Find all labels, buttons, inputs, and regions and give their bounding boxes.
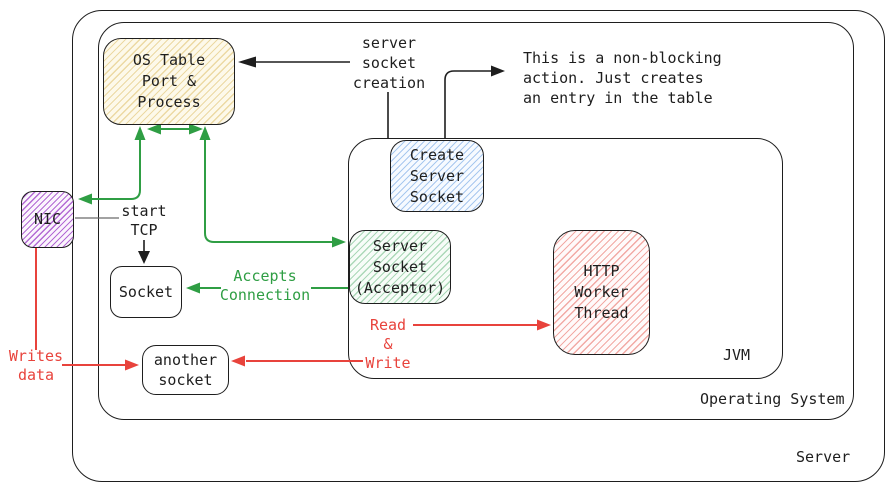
annotation-writes-data: Writes data <box>8 347 64 384</box>
server-container <box>72 10 885 482</box>
operating-system-container <box>98 22 854 420</box>
node-socket-label: Socket <box>118 282 174 301</box>
operating-system-label: Operating System <box>700 390 845 408</box>
annotation-accepts-connection: Accepts Connection <box>219 267 311 304</box>
annotation-read-write: Read & Write <box>365 316 411 372</box>
jvm-label: JVM <box>723 346 751 364</box>
node-os-table-label: OS Table Port & Process <box>132 51 206 111</box>
node-os-table: OS Table Port & Process <box>103 38 235 125</box>
node-server-socket-acceptor: Server Socket (Acceptor) <box>349 230 451 304</box>
node-another-socket-label: another socket <box>153 351 218 389</box>
jvm-container <box>348 138 783 379</box>
annotation-server-socket-creation: server socket creation <box>352 34 426 92</box>
node-create-server-socket-label: Create Server Socket <box>409 145 465 206</box>
node-nic: NIC <box>21 191 74 248</box>
node-server-socket-acceptor-label: Server Socket (Acceptor) <box>354 236 446 297</box>
node-http-worker-thread: HTTP Worker Thread <box>553 230 650 355</box>
annotation-start-tcp: start TCP <box>121 202 167 239</box>
node-http-worker-thread-label: HTTP Worker Thread <box>574 262 629 322</box>
node-socket: Socket <box>110 266 182 318</box>
server-label: Server <box>796 448 851 466</box>
node-nic-label: NIC <box>33 210 62 228</box>
annotation-non-blocking: This is a non-blocking action. Just crea… <box>523 49 722 107</box>
node-another-socket: another socket <box>142 345 229 395</box>
node-create-server-socket: Create Server Socket <box>390 140 484 212</box>
